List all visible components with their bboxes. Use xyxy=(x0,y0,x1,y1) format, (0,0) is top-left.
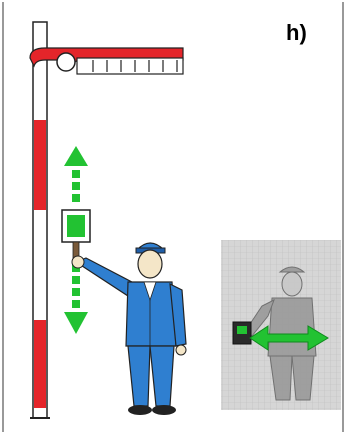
hand-lamp-icon xyxy=(62,210,90,258)
ghost-hand-lamp-icon xyxy=(233,322,251,344)
semaphore-arm-icon xyxy=(30,48,183,74)
railway-worker-figure xyxy=(72,243,186,415)
signal-pole xyxy=(30,22,50,418)
panel-label: h) xyxy=(286,22,307,44)
